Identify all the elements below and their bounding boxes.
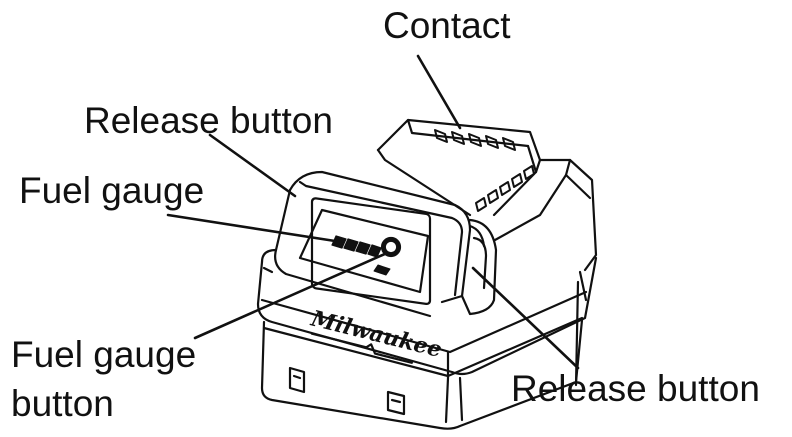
- pointer-lines: [166, 54, 580, 370]
- label-release-button-right: Release button: [511, 368, 760, 409]
- contact-slots: [434, 129, 535, 212]
- foot-right: [386, 390, 406, 416]
- label-release-button-top: Release button: [84, 100, 333, 141]
- label-fuel-gauge-button-line1: Fuel gauge: [11, 334, 197, 375]
- contact-housing: [376, 118, 598, 272]
- pointer-fuel-gauge: [166, 213, 337, 243]
- fuel-gauge-leds: [331, 235, 382, 258]
- label-fuel-gauge: Fuel gauge: [19, 170, 205, 211]
- pointer-fuel-gauge-button: [193, 251, 389, 340]
- pointer-contact: [416, 54, 462, 130]
- label-fuel-gauge-button-line2: button: [11, 383, 114, 424]
- fuel-gauge-window: [310, 197, 432, 306]
- foot-left: [288, 366, 306, 394]
- pointer-release-top: [208, 133, 297, 198]
- label-contact: Contact: [383, 5, 511, 46]
- release-button-right-shape: [460, 218, 498, 316]
- pointer-release-right: [471, 266, 580, 370]
